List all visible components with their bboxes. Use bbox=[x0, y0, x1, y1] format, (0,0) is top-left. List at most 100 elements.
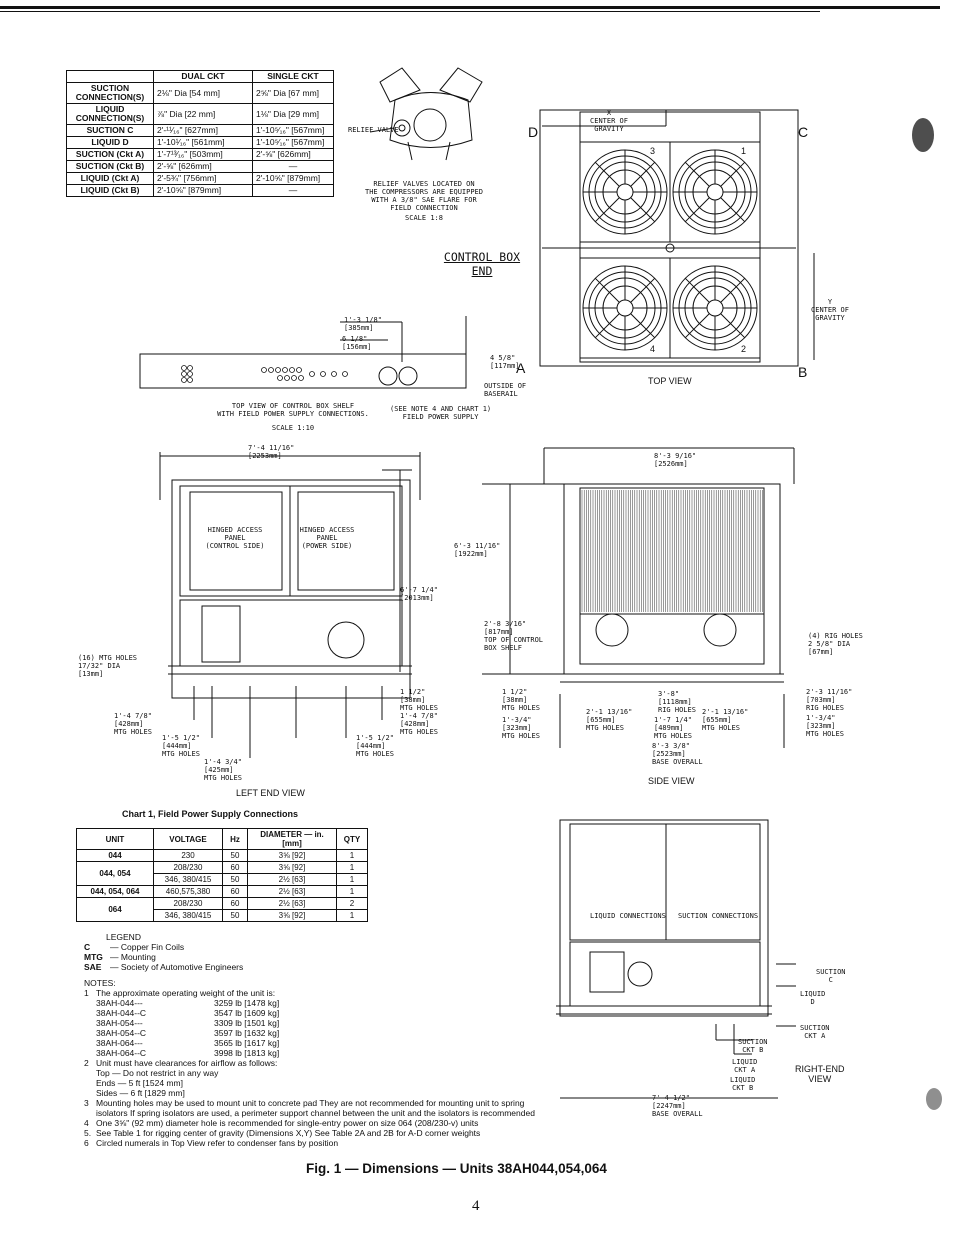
chart1-title: Chart 1, Field Power Supply Connections bbox=[122, 809, 299, 819]
shelf-knockout bbox=[181, 377, 187, 383]
fan-spoke bbox=[594, 313, 620, 339]
shelf-knockout bbox=[320, 371, 326, 377]
rv-suction-conn: SUCTION CONNECTIONS bbox=[678, 912, 759, 920]
fan-ring bbox=[616, 299, 634, 317]
table-header-row: DUAL CKT SINGLE CKT bbox=[66, 70, 334, 83]
lev-d-r2: 1'-4 7/8"[428mm]MTG HOLES bbox=[400, 712, 438, 736]
sv-width: 8'-3 9/16"[2526mm] bbox=[654, 452, 697, 468]
shelf-knockout bbox=[187, 377, 193, 383]
header-rule bbox=[0, 6, 940, 9]
sv-height: 6'-3 11/16"[1922mm] bbox=[454, 542, 501, 558]
shelf-knockout bbox=[282, 367, 288, 373]
sv-b6: 2'-1 13/16"[655mm]MTG HOLES bbox=[702, 708, 749, 732]
shelf-knockout bbox=[289, 367, 295, 373]
figure-title: Fig. 1 — Dimensions — Units 38AH044,054,… bbox=[306, 1161, 607, 1176]
control-box-shelf-drawing bbox=[139, 316, 467, 389]
shelf-knockout bbox=[268, 367, 274, 373]
corner-b: B bbox=[798, 364, 808, 380]
cb-see-note: (SEE NOTE 4 AND CHART 1)FIELD POWER SUPP… bbox=[390, 405, 492, 421]
sv-b8: 1'-3/4"[323mm]MTG HOLES bbox=[806, 714, 844, 738]
fan-spoke bbox=[630, 277, 656, 303]
shelf-knockout bbox=[284, 375, 290, 381]
relief-valve-label: RELIEF VALVE bbox=[348, 126, 399, 134]
fan-2-number: 2 bbox=[741, 344, 747, 354]
fan-spoke bbox=[594, 161, 620, 187]
lev-d-c2: 1'-4 3/4"[425mm]MTG HOLES bbox=[204, 758, 242, 782]
shelf-knockout bbox=[296, 367, 302, 373]
lev-height: 6'-7 1/4"[2013mm] bbox=[400, 586, 438, 602]
chart1-table: UNIT VOLTAGE Hz DIAMETER — in. [mm] QTY … bbox=[76, 828, 368, 922]
fan-spoke bbox=[684, 313, 710, 339]
sv-overall: 8'-3 3/8"[2523mm]BASE OVERALL bbox=[652, 742, 703, 766]
fan-spoke bbox=[720, 313, 746, 339]
fan-1-number: 1 bbox=[741, 146, 747, 156]
shelf-knockout bbox=[261, 367, 267, 373]
punch-hole-mark bbox=[926, 1088, 942, 1110]
chart1-wrap: UNIT VOLTAGE Hz DIAMETER — in. [mm] QTY … bbox=[76, 828, 368, 922]
fan-ring bbox=[706, 299, 724, 317]
left-end-view-drawing bbox=[159, 452, 421, 758]
shelf-knockout bbox=[187, 371, 193, 377]
fan-spoke bbox=[630, 161, 656, 187]
shelf-knockout bbox=[309, 371, 315, 377]
shelf-knockout bbox=[291, 375, 297, 381]
punch-hole-mark bbox=[912, 118, 934, 152]
page-number: 4 bbox=[472, 1198, 480, 1214]
fan-spoke bbox=[684, 277, 710, 303]
fan-spoke bbox=[594, 277, 620, 303]
top-view-drawing bbox=[539, 109, 815, 367]
lev-d-r3: 1'-5 1/2"[444mm]MTG HOLES bbox=[356, 734, 394, 758]
table-row: LIQUID (Ckt A)2'-5¾" [756mm]2'-10⅝" [879… bbox=[66, 172, 334, 185]
control-box-label: CONTROL BOX END bbox=[443, 250, 521, 278]
shelf-knockout bbox=[298, 375, 304, 381]
shelf-knockout bbox=[181, 365, 187, 371]
corner-d: D bbox=[528, 124, 539, 140]
top-view-caption: TOP VIEW bbox=[648, 376, 692, 386]
cb-dim3: 4 5/8"[117mm] bbox=[490, 354, 520, 370]
lev-d-r1: 1 1/2"[38mm]MTG HOLES bbox=[400, 688, 438, 712]
fan-spoke bbox=[684, 161, 710, 187]
table-header-row: UNIT VOLTAGE Hz DIAMETER — in. [mm] QTY bbox=[76, 828, 368, 850]
fan-ring bbox=[616, 183, 634, 201]
fan-spoke bbox=[720, 197, 746, 223]
table-row: SUCTION CONNECTION(S)2⅛" Dia [54 mm]2⅝" … bbox=[66, 82, 334, 104]
compressor-drawing bbox=[369, 67, 483, 161]
fan-spoke bbox=[720, 161, 746, 187]
fan-spoke bbox=[594, 197, 620, 223]
fan-spoke bbox=[720, 277, 746, 303]
connections-table: DUAL CKT SINGLE CKT SUCTION CONNECTION(S… bbox=[66, 70, 334, 197]
fan-ring bbox=[706, 183, 724, 201]
shelf-knockout bbox=[277, 375, 283, 381]
side-view-drawing bbox=[482, 447, 795, 748]
side-view-caption: SIDE VIEW bbox=[648, 776, 695, 786]
fans bbox=[579, 141, 761, 359]
shelf-knockout bbox=[331, 371, 337, 377]
lev-d-c1: 1'-5 1/2"[444mm]MTG HOLES bbox=[162, 734, 200, 758]
rv-liquid-conn: LIQUID CONNECTIONS bbox=[590, 912, 666, 920]
rv-width: 7'-4 1/2"[2247mm]BASE OVERALL bbox=[652, 1094, 703, 1118]
cb-dim1: 1'-3 1/8"[385mm] bbox=[344, 316, 382, 332]
table-row: SUCTION (Ckt A)1'-7¹³⁄₁₆" [503mm]2'-⅝" [… bbox=[66, 148, 334, 161]
fan-spoke bbox=[630, 197, 656, 223]
connections-table-wrap: DUAL CKT SINGLE CKT SUCTION CONNECTION(S… bbox=[66, 70, 334, 197]
